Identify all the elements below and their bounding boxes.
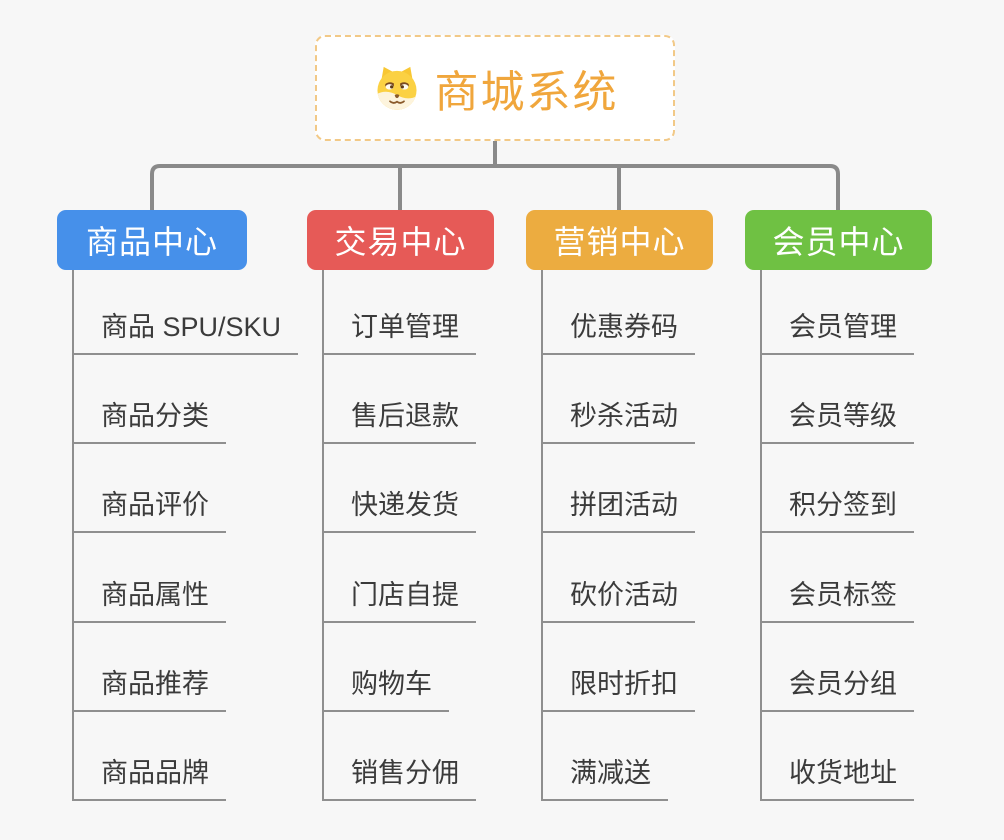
branch-spine <box>760 270 762 801</box>
root-node-mall-system[interactable]: 商城系统 <box>315 35 675 141</box>
child-node-product-category[interactable]: 商品分类 <box>72 394 226 445</box>
branch-product-center: 商品中心 商品 SPU/SKU 商品分类 商品评价 商品属性 商品推荐 商品品牌 <box>57 210 299 801</box>
child-node-shopping-cart[interactable]: 购物车 <box>322 662 449 712</box>
branch-spine <box>322 270 324 801</box>
child-node-store-pickup[interactable]: 门店自提 <box>322 573 476 623</box>
child-node-member-group[interactable]: 会员分组 <box>760 662 914 712</box>
child-node-product-recommend[interactable]: 商品推荐 <box>72 662 226 712</box>
child-node-product-attribute[interactable]: 商品属性 <box>72 573 226 623</box>
branch-spine <box>72 270 74 801</box>
child-node-product-spu-sku[interactable]: 商品 SPU/SKU <box>72 305 299 355</box>
child-node-coupon-code[interactable]: 优惠券码 <box>541 305 695 355</box>
child-node-express-delivery[interactable]: 快递发货 <box>322 483 476 534</box>
branch-trade-center: 交易中心 订单管理 售后退款 快递发货 门店自提 购物车 销售分佣 <box>307 210 494 801</box>
child-node-flash-sale[interactable]: 秒杀活动 <box>541 394 695 445</box>
child-node-after-sale-refund[interactable]: 售后退款 <box>322 394 476 445</box>
branch-children: 会员管理 会员等级 积分签到 会员标签 会员分组 收货地址 <box>745 270 932 801</box>
root-node-label: 商城系统 <box>434 68 619 117</box>
child-node-group-buy[interactable]: 拼团活动 <box>541 483 695 534</box>
branch-header-member-center[interactable]: 会员中心 <box>745 210 932 270</box>
child-node-limited-time-discount[interactable]: 限时折扣 <box>541 662 695 712</box>
child-node-order-management[interactable]: 订单管理 <box>322 305 476 355</box>
child-node-shipping-address[interactable]: 收货地址 <box>760 751 914 801</box>
branch-children: 订单管理 售后退款 快递发货 门店自提 购物车 销售分佣 <box>307 270 494 801</box>
dog-face-icon <box>376 66 417 110</box>
branch-header-marketing-center[interactable]: 营销中心 <box>526 210 713 270</box>
branch-header-product-center[interactable]: 商品中心 <box>57 210 247 270</box>
branch-children: 优惠券码 秒杀活动 拼团活动 砍价活动 限时折扣 满减送 <box>526 270 713 801</box>
child-node-member-management[interactable]: 会员管理 <box>760 305 914 355</box>
child-node-product-review[interactable]: 商品评价 <box>72 483 226 534</box>
branch-header-trade-center[interactable]: 交易中心 <box>307 210 494 270</box>
child-node-product-brand[interactable]: 商品品牌 <box>72 751 226 801</box>
branch-marketing-center: 营销中心 优惠券码 秒杀活动 拼团活动 砍价活动 限时折扣 满减送 <box>526 210 713 801</box>
child-node-member-tag[interactable]: 会员标签 <box>760 573 914 623</box>
child-node-full-reduction[interactable]: 满减送 <box>541 751 668 801</box>
child-node-member-level[interactable]: 会员等级 <box>760 394 914 445</box>
child-node-bargain-activity[interactable]: 砍价活动 <box>541 573 695 623</box>
branch-spine <box>541 270 543 801</box>
branch-member-center: 会员中心 会员管理 会员等级 积分签到 会员标签 会员分组 收货地址 <box>745 210 932 801</box>
child-node-points-checkin[interactable]: 积分签到 <box>760 483 914 534</box>
branch-children: 商品 SPU/SKU 商品分类 商品评价 商品属性 商品推荐 商品品牌 <box>57 270 299 801</box>
child-node-sales-commission[interactable]: 销售分佣 <box>322 751 476 801</box>
